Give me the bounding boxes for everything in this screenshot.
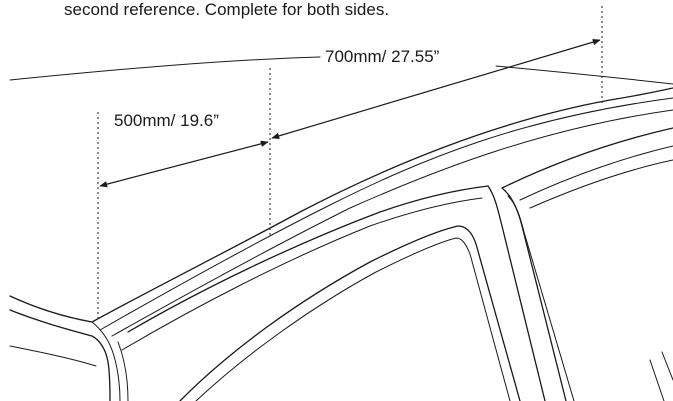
car-roof-outline xyxy=(9,87,673,401)
rear-door-window-inner xyxy=(195,237,511,401)
rear-door-window xyxy=(179,225,521,401)
instruction-caption: second reference. Complete for both side… xyxy=(64,0,389,19)
front-window-glass-edge xyxy=(529,159,673,209)
pillar-inner-edge xyxy=(507,195,575,401)
roof-edge-line xyxy=(9,87,673,323)
long-label-leader-left xyxy=(9,56,321,81)
roof-rear-lower-line xyxy=(9,345,97,367)
long-label-leader-right xyxy=(495,65,673,85)
short-dimension-label: 500mm/ 19.6” xyxy=(114,111,219,130)
rear-window-edge-inner xyxy=(121,197,483,351)
roof-rear-corner-inner xyxy=(91,321,121,401)
front-window-top-frame-inner xyxy=(519,145,673,201)
rear-window-edge xyxy=(127,185,489,333)
front-door-edge xyxy=(649,359,665,401)
pillar-left-edge xyxy=(487,185,546,401)
reference-guides xyxy=(97,6,603,322)
short-dimension-arrow xyxy=(99,140,269,188)
front-window-top-frame xyxy=(501,127,673,189)
long-dimension-label: 700mm/ 27.55” xyxy=(325,47,440,66)
long-dimension-arrow xyxy=(271,38,601,140)
roof-rail-line-2 xyxy=(111,109,673,337)
roof-rear-corner xyxy=(9,309,111,401)
rear-quarter-line xyxy=(117,341,129,401)
front-door-edge-2 xyxy=(661,351,673,381)
